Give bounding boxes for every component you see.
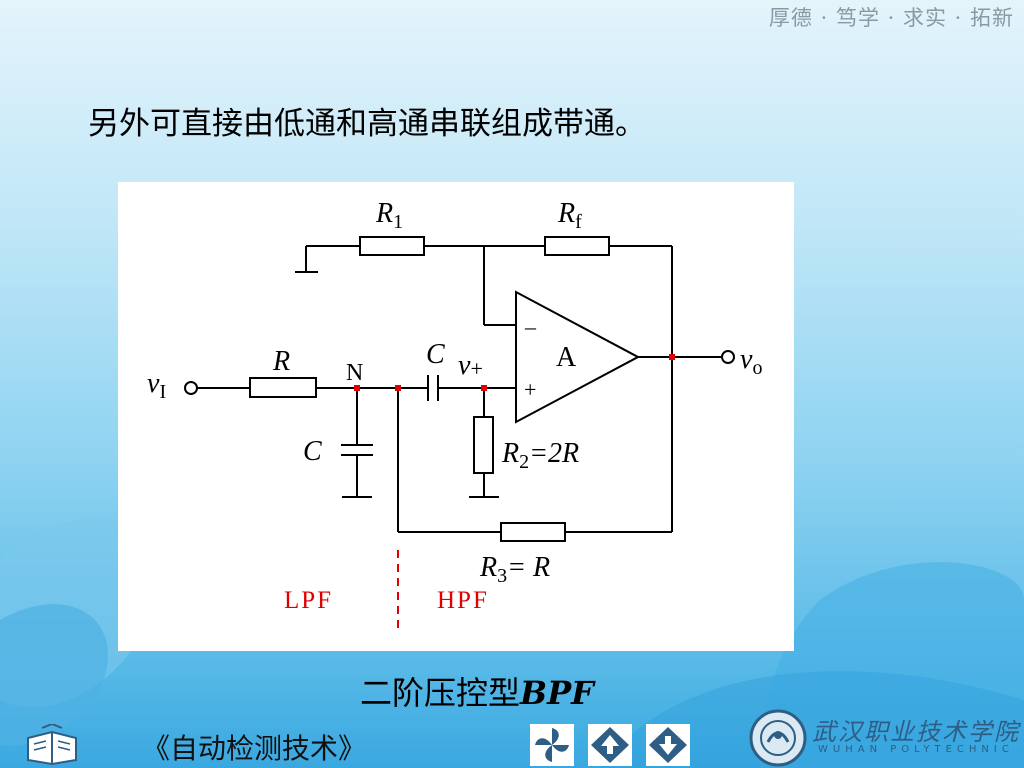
label-vplus: v+	[458, 350, 483, 381]
pinwheel-icon[interactable]	[530, 724, 574, 766]
output-terminal	[721, 350, 735, 364]
label-minus: –	[524, 314, 537, 339]
resistor-r	[249, 377, 317, 398]
label-r2: R2=2R	[501, 438, 579, 473]
label-rf: Rf	[557, 198, 582, 233]
label-input: vI	[147, 368, 166, 403]
course-title: 《自动检测技术》	[142, 732, 367, 765]
node-dot-output	[669, 354, 675, 360]
circuit-diagram: R1 Rf R C v+ C R2=2R R3= R vI vo N A – +…	[118, 182, 794, 651]
label-r3: R3= R	[479, 552, 550, 587]
label-hpf: HPF	[437, 587, 489, 614]
book-icon	[27, 724, 77, 766]
label-r: R	[272, 346, 290, 377]
up-arrow-icon[interactable]	[588, 724, 632, 766]
caption-chinese: 二阶压控型	[360, 674, 521, 712]
node-dot-vplus	[481, 385, 487, 391]
resistor-r1	[359, 236, 425, 256]
op-amp	[515, 290, 641, 424]
input-terminal	[184, 381, 198, 395]
label-amp: A	[556, 342, 577, 373]
label-output: vo	[740, 344, 762, 379]
label-c-shunt: C	[303, 436, 322, 467]
resistor-r2	[473, 416, 494, 474]
down-arrow-icon[interactable]	[646, 724, 690, 766]
node-dot-n	[354, 385, 360, 391]
college-name-english: WUHAN POLYTECHNIC	[818, 744, 1014, 755]
school-motto: 厚德 · 笃学 · 求实 · 拓新	[768, 6, 1014, 30]
label-plus: +	[524, 377, 536, 402]
resistor-r3	[500, 522, 566, 542]
label-c-series: C	[426, 339, 445, 370]
label-r1: R1	[375, 198, 403, 233]
college-name: 武汉职业技术学院	[812, 718, 1020, 746]
caption-english: BPF	[520, 674, 594, 712]
slide-heading: 另外可直接由低通和高通串联组成带通。	[88, 106, 646, 142]
college-seal-icon	[749, 709, 807, 767]
label-lpf: LPF	[284, 587, 333, 614]
resistor-rf	[544, 236, 610, 256]
label-node-n: N	[346, 360, 363, 386]
node-dot-r3	[395, 385, 401, 391]
diagram-caption: 二阶压控型BPF	[360, 668, 594, 714]
circuit-svg: R1 Rf R C v+ C R2=2R R3= R vI vo N A – +…	[147, 198, 762, 630]
